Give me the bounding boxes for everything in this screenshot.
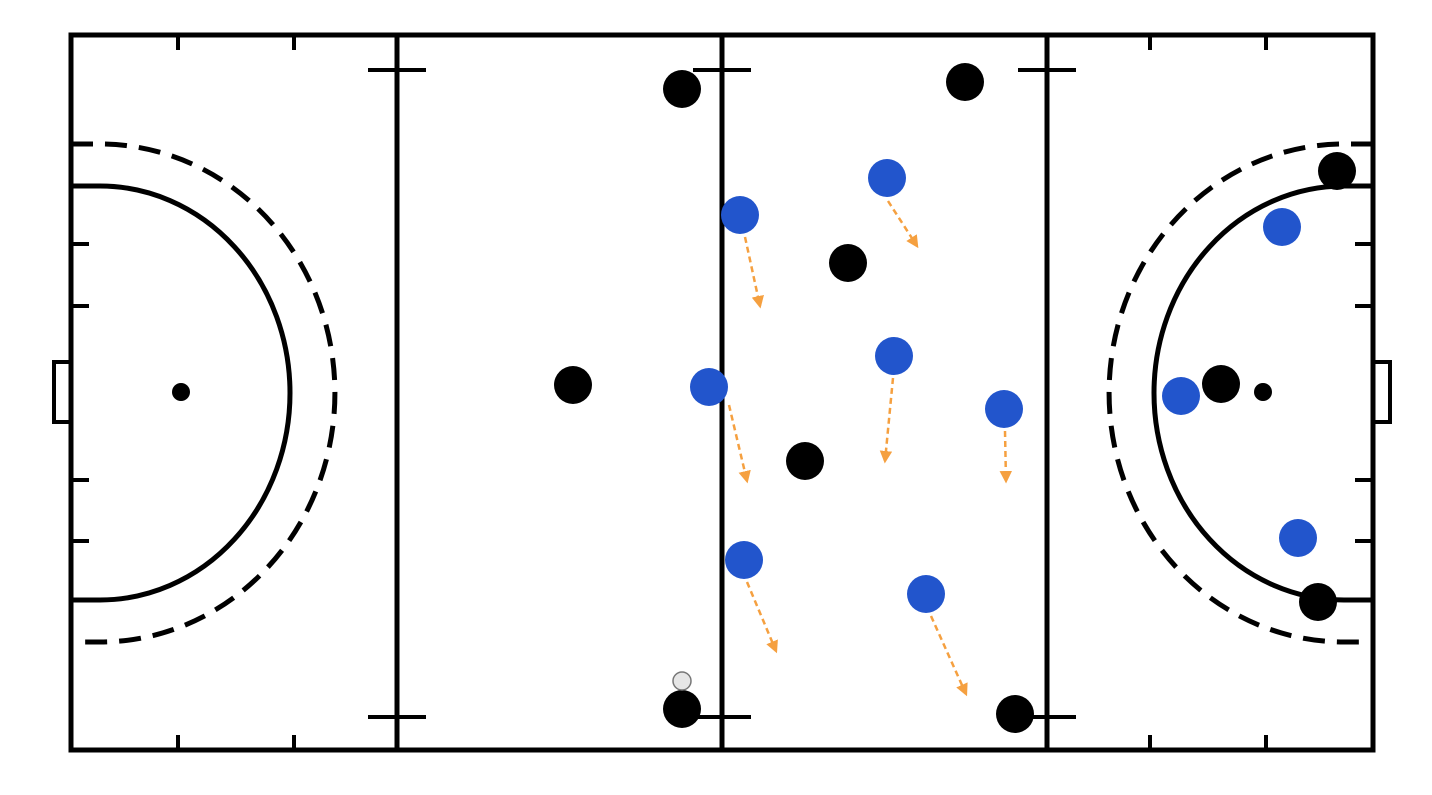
blue-player[interactable] [985,390,1023,428]
blue-player[interactable] [868,159,906,197]
black-player[interactable] [1202,365,1240,403]
movement-arrow [999,430,1013,484]
blue-team [690,159,1317,613]
left-shooting-circle [71,183,293,603]
black-team [554,63,1356,733]
blue-player[interactable] [690,368,728,406]
movement-arrows [727,200,1013,697]
right-goal [1371,360,1392,424]
blue-player[interactable] [907,575,945,613]
right-dashed-circle [1106,141,1373,645]
black-player[interactable] [996,695,1034,733]
blue-player[interactable] [1279,519,1317,557]
movement-arrow [727,404,751,484]
blue-player[interactable] [1263,208,1301,246]
black-player[interactable] [663,690,701,728]
movement-arrow [879,377,895,464]
blue-player[interactable] [721,196,759,234]
blue-player[interactable] [725,541,763,579]
right-shooting-circle [1151,183,1373,603]
black-player[interactable] [1299,583,1337,621]
movement-arrow [929,615,968,697]
movement-arrow [886,200,919,249]
left-dashed-circle [71,141,338,645]
movement-arrow [745,581,778,654]
black-player[interactable] [786,442,824,480]
movement-arrow [743,236,764,309]
black-player[interactable] [946,63,984,101]
black-player[interactable] [829,244,867,282]
black-player[interactable] [554,366,592,404]
ball[interactable] [672,671,692,691]
black-player[interactable] [663,70,701,108]
left-penalty-spot [172,383,190,401]
boundary-ticks [71,35,1373,750]
black-player[interactable] [1318,152,1356,190]
blue-player[interactable] [875,337,913,375]
right-penalty-spot [1254,383,1272,401]
blue-player[interactable] [1162,377,1200,415]
left-goal [52,360,73,424]
